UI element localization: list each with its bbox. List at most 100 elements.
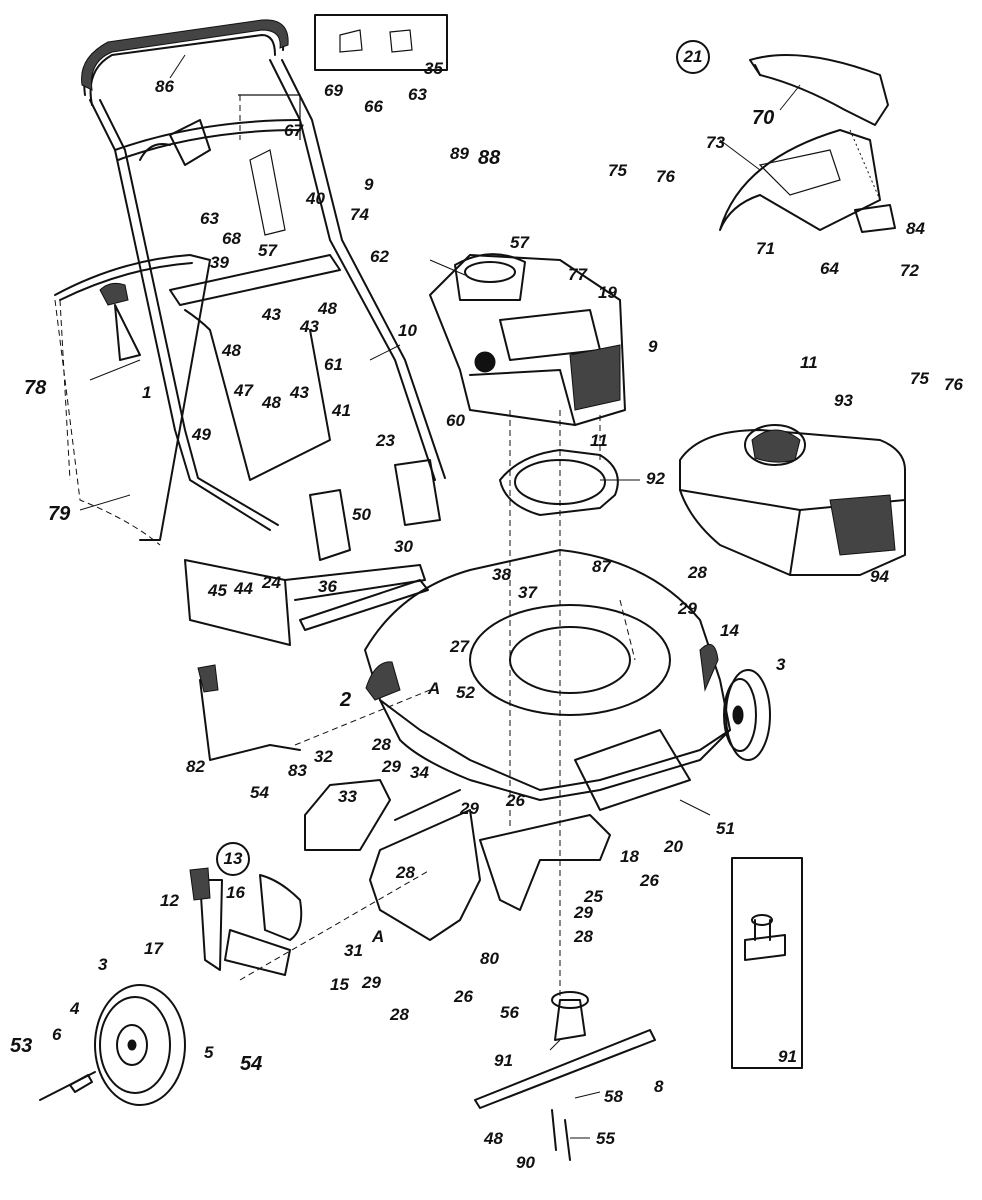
callout-29: 29: [574, 903, 593, 922]
callout-67: 67: [284, 121, 303, 140]
callout-56: 56: [500, 1003, 519, 1022]
callout-1: 1: [142, 383, 152, 402]
callout-74: 74: [350, 205, 369, 224]
callout-54: 54: [250, 783, 269, 802]
alignment-lines: [239, 129, 881, 1000]
grass-bag: [54, 254, 211, 546]
callout-15: 15: [330, 975, 349, 994]
callout-83: 83: [288, 761, 307, 780]
callout-5: 5: [204, 1043, 214, 1062]
front-wheel: [39, 984, 186, 1106]
callout-64: 64: [820, 259, 839, 278]
callout-80: 80: [480, 949, 499, 968]
callout-78: 78: [24, 377, 47, 399]
callout-89: 89: [450, 144, 469, 163]
callout-9: 9: [648, 337, 658, 356]
callout-43: 43: [290, 383, 309, 402]
callout-48: 48: [318, 299, 337, 318]
callout-58: 58: [604, 1087, 623, 1106]
callout-32: 32: [314, 747, 333, 766]
callout-69: 69: [324, 81, 343, 100]
callout-A: A: [372, 927, 385, 946]
callout-31: 31: [344, 941, 363, 960]
engine: [429, 253, 626, 426]
callout-35: 35: [424, 59, 443, 78]
rear-wheel: [723, 669, 771, 761]
callout-48: 48: [262, 393, 281, 412]
callout-44: 44: [234, 579, 253, 598]
callout-49: 49: [192, 425, 211, 444]
callout-86: 86: [155, 77, 174, 96]
callout-45: 45: [208, 581, 227, 600]
callout-76: 76: [944, 375, 963, 394]
callout-23: 23: [376, 431, 395, 450]
callout-2: 2: [340, 689, 352, 711]
baffles: [304, 779, 611, 941]
callout-16: 16: [226, 883, 245, 902]
callout-24: 24: [262, 573, 281, 592]
callout-62: 62: [370, 247, 389, 266]
callout-39: 39: [210, 253, 229, 272]
mount-plates: [184, 459, 441, 646]
callout-77: 77: [568, 265, 587, 284]
callout-25: 25: [584, 887, 603, 906]
callout-88: 88: [478, 147, 501, 169]
callout-66: 66: [364, 97, 383, 116]
callout-A: A: [428, 679, 441, 698]
callout-28: 28: [396, 863, 415, 882]
callout-50: 50: [352, 505, 371, 524]
callout-91: 91: [494, 1051, 513, 1070]
callout-6: 6: [52, 1025, 62, 1044]
callout-29: 29: [382, 757, 401, 776]
callout-70: 70: [752, 107, 775, 129]
callout-26: 26: [506, 791, 525, 810]
callout-82: 82: [186, 757, 205, 776]
callout-9: 9: [364, 175, 374, 194]
callout-60: 60: [446, 411, 465, 430]
callout-43: 43: [262, 305, 281, 324]
callout-17: 17: [144, 939, 163, 958]
callout-63: 63: [408, 85, 427, 104]
callout-47: 47: [234, 381, 253, 400]
callout-3: 3: [776, 655, 786, 674]
callout-11: 11: [590, 431, 608, 450]
callout-8: 8: [654, 1077, 664, 1096]
callout-72: 72: [900, 261, 919, 280]
callout-19: 19: [598, 283, 617, 302]
callout-79: 79: [48, 503, 71, 525]
callout-48: 48: [222, 341, 241, 360]
callout-57: 57: [510, 233, 529, 252]
callout-48: 48: [484, 1129, 503, 1148]
callout-29: 29: [362, 973, 381, 992]
callout-26: 26: [454, 987, 473, 1006]
callout-93: 93: [834, 391, 853, 410]
callout-3: 3: [98, 955, 108, 974]
group-21-label: 21: [676, 40, 710, 74]
callout-87: 87: [592, 557, 611, 576]
callout-28: 28: [372, 735, 391, 754]
callout-54: 54: [240, 1053, 263, 1075]
callout-12: 12: [160, 891, 179, 910]
callout-84: 84: [906, 219, 925, 238]
group-13-label: 13: [216, 842, 250, 876]
leader-lines: [79, 54, 801, 1139]
callout-38: 38: [492, 565, 511, 584]
callout-26: 26: [640, 871, 659, 890]
inset-35: [314, 14, 448, 71]
callout-4: 4: [70, 999, 80, 1018]
inset-91: [731, 857, 803, 1069]
callout-28: 28: [390, 1005, 409, 1024]
callout-28: 28: [574, 927, 593, 946]
callout-52: 52: [456, 683, 475, 702]
callout-20: 20: [664, 837, 683, 856]
callout-34: 34: [410, 763, 429, 782]
height-adjuster-left: [189, 664, 303, 976]
callout-36: 36: [318, 577, 337, 596]
callout-55: 55: [596, 1129, 615, 1148]
callout-68: 68: [222, 229, 241, 248]
callout-76: 76: [656, 167, 675, 186]
callout-75: 75: [910, 369, 929, 388]
callout-57: 57: [258, 241, 277, 260]
callout-33: 33: [338, 787, 357, 806]
